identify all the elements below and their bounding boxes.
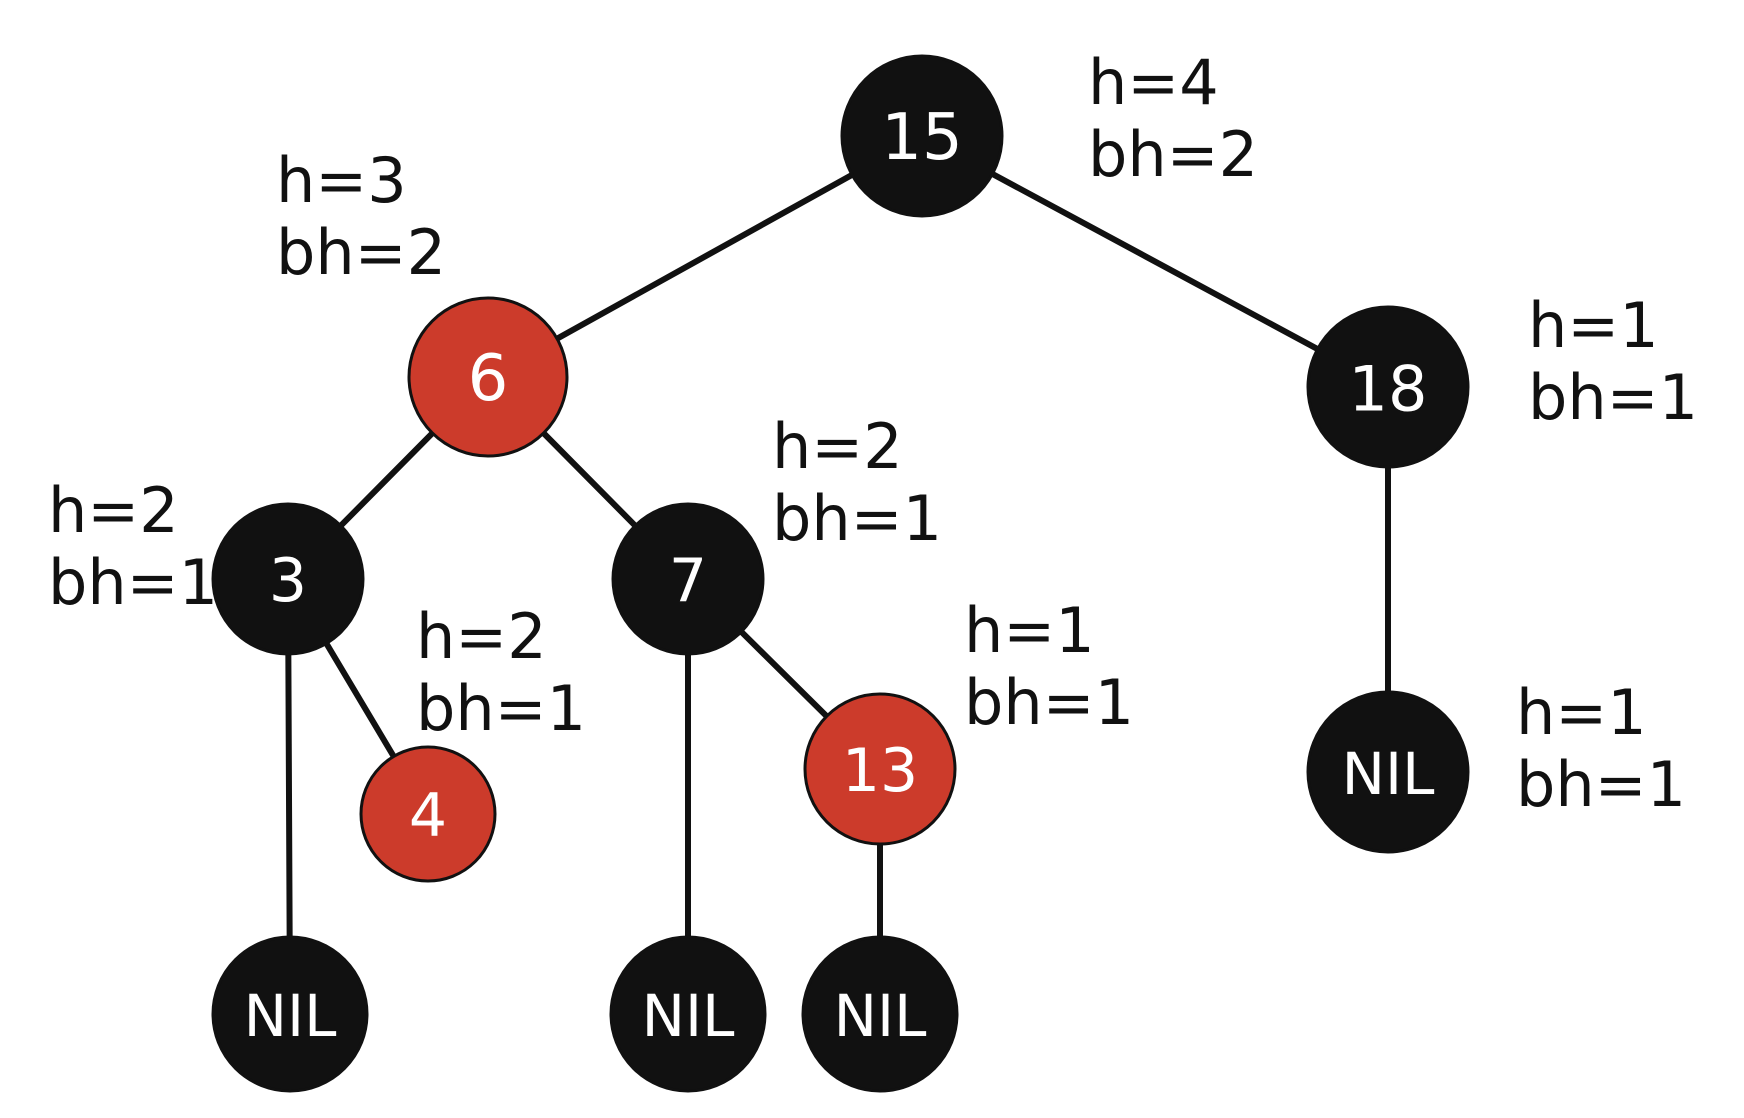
node-label: 13: [842, 736, 918, 806]
tree-node-nil7: NIL: [609, 935, 767, 1093]
black-height-label: bh=1: [48, 546, 218, 619]
height-label: h=2: [48, 474, 179, 547]
node-annotation-n6: h=3bh=2: [276, 144, 446, 289]
red-node-circle: [803, 692, 957, 846]
tree-node-n18: 18: [1306, 305, 1470, 469]
edge-n15-n18: [919, 133, 1391, 390]
tree-node-n7: 7: [611, 502, 765, 656]
height-label: h=1: [1516, 676, 1647, 749]
tree-node-n3: 3: [211, 502, 365, 656]
red-node-circle: [407, 296, 569, 458]
height-label: h=2: [416, 600, 547, 673]
node-annotation-n18: h=1bh=1: [1528, 289, 1698, 434]
node-label: NIL: [642, 982, 735, 1050]
black-node-circle: [211, 935, 369, 1093]
black-height-label: bh=1: [772, 482, 942, 555]
height-label: h=2: [772, 410, 903, 483]
black-height-label: bh=1: [964, 666, 1134, 739]
node-annotation-n7: h=2bh=1: [772, 410, 942, 555]
edge-n15-n6: [485, 133, 925, 380]
height-label: h=1: [1528, 289, 1659, 362]
node-label: NIL: [1342, 740, 1435, 808]
node-label: NIL: [244, 982, 337, 1050]
black-node-circle: [211, 502, 365, 656]
node-label: NIL: [834, 982, 927, 1050]
height-label: h=1: [964, 594, 1095, 667]
node-label: 15: [881, 101, 962, 175]
black-height-label: bh=1: [416, 672, 586, 745]
node-annotation-nil18: h=1bh=1: [1516, 676, 1686, 821]
node-label: 7: [669, 546, 707, 616]
node-label: 6: [468, 342, 509, 416]
black-height-label: bh=1: [1528, 361, 1698, 434]
tree-node-nil3: NIL: [211, 935, 369, 1093]
tree-node-nil18: NIL: [1306, 690, 1470, 854]
tree-node-n15: 15: [840, 54, 1004, 218]
node-annotation-n15: h=4bh=2: [1088, 46, 1258, 191]
edges-layer: [285, 133, 1391, 1017]
node-label: 4: [409, 781, 447, 851]
black-height-label: bh=2: [1088, 118, 1258, 191]
black-node-circle: [840, 54, 1004, 218]
node-annotation-n4: h=2bh=1: [416, 600, 586, 745]
node-label: 18: [1349, 353, 1428, 426]
tree-node-nil13: NIL: [801, 935, 959, 1093]
black-node-circle: [1306, 690, 1470, 854]
black-node-circle: [1306, 305, 1470, 469]
tree-node-n6: 6: [407, 296, 569, 458]
black-height-label: bh=2: [276, 216, 446, 289]
black-node-circle: [611, 502, 765, 656]
node-label: 3: [269, 546, 307, 616]
tree-node-n13: 13: [803, 692, 957, 846]
black-height-label: bh=1: [1516, 748, 1686, 821]
tree-node-n4: 4: [359, 745, 497, 883]
height-label: h=4: [1088, 46, 1219, 119]
annotations-layer: h=4bh=2h=3bh=2h=1bh=1h=2bh=1h=2bh=1h=2bh…: [48, 46, 1698, 821]
red-node-circle: [359, 745, 497, 883]
node-annotation-n3: h=2bh=1: [48, 474, 218, 619]
black-node-circle: [609, 935, 767, 1093]
node-annotation-n13: h=1bh=1: [964, 594, 1134, 739]
height-label: h=3: [276, 144, 407, 217]
black-node-circle: [801, 935, 959, 1093]
